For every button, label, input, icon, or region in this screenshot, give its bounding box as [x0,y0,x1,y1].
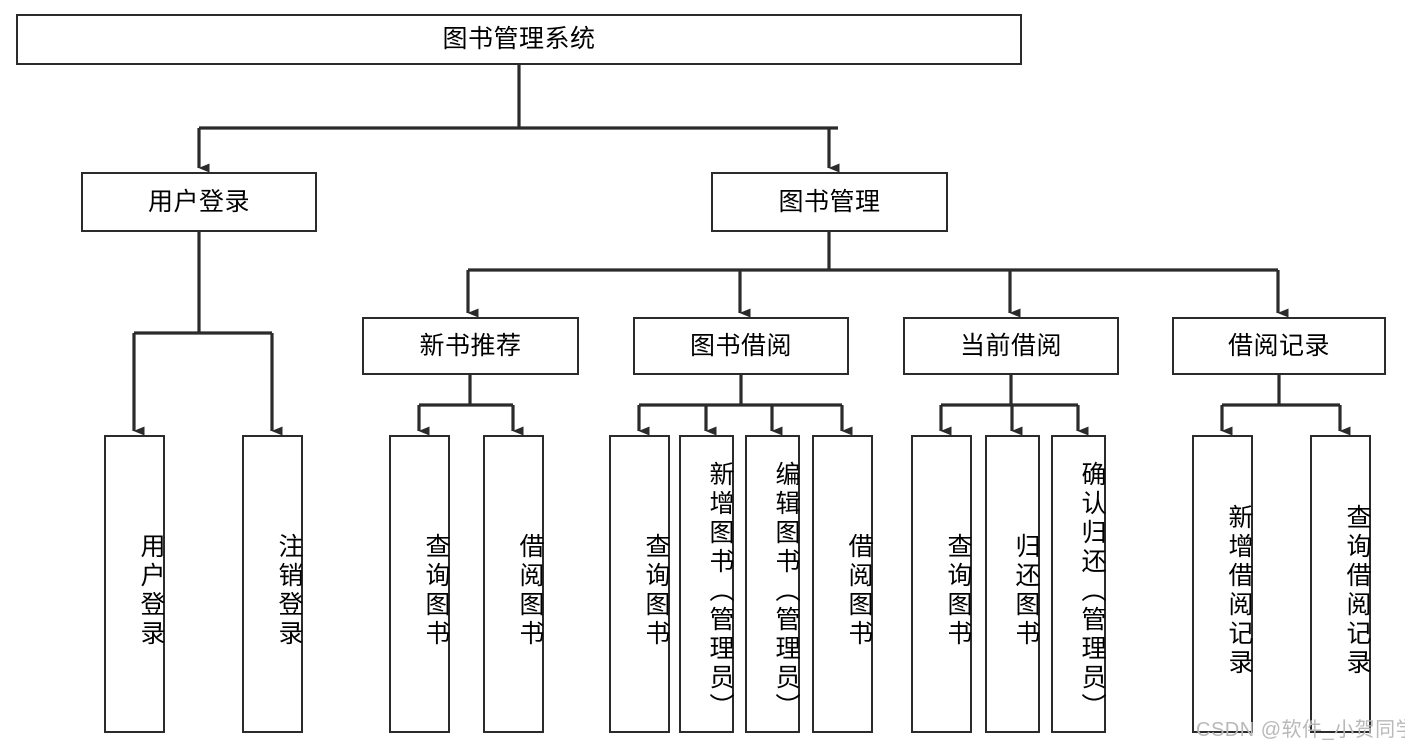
leaf-logout[interactable]: 注销登录 [242,435,303,733]
node-book-management[interactable]: 图书管理 [711,172,948,232]
leaf-borrow-book-recommend[interactable]: 借阅图书 [483,435,544,733]
node-label: 新增借阅记录 [1225,504,1253,678]
leaf-user-login[interactable]: 用户登录 [104,435,165,733]
node-label: 借阅图书 [516,533,544,649]
node-label: 用户登录 [137,533,165,649]
leaf-edit-book-admin[interactable]: 编辑图书（管理员） [745,435,800,733]
node-label: 当前借阅 [959,331,1062,360]
leaf-add-borrow-record[interactable]: 新增借阅记录 [1192,435,1253,733]
node-label: 编辑图书（管理员） [772,460,800,722]
node-label: 借阅图书 [845,533,873,649]
node-label: 图书管理系统 [442,25,596,54]
leaf-borrow-book[interactable]: 借阅图书 [812,435,873,733]
node-book-borrow[interactable]: 图书借阅 [633,317,849,375]
node-label: 借阅记录 [1227,331,1330,360]
node-label: 归还图书 [1012,533,1040,649]
node-label: 确认归还（管理员） [1078,460,1106,722]
node-label: 图书管理 [778,187,881,216]
node-current-borrow[interactable]: 当前借阅 [903,317,1119,375]
csdn-watermark: CSDN @软件_小贺同学 [1196,719,1405,741]
node-new-book-recommend[interactable]: 新书推荐 [362,317,579,375]
node-user-login[interactable]: 用户登录 [81,172,317,232]
node-borrow-record[interactable]: 借阅记录 [1172,317,1386,375]
leaf-return-book[interactable]: 归还图书 [985,435,1040,733]
leaf-confirm-return-admin[interactable]: 确认归还（管理员） [1051,435,1106,733]
leaf-query-book-borrow[interactable]: 查询图书 [609,435,670,733]
node-root-system[interactable]: 图书管理系统 [16,14,1022,65]
node-label: 新增图书（管理员） [706,460,734,722]
node-label: 注销登录 [275,533,303,649]
leaf-query-borrow-record[interactable]: 查询借阅记录 [1310,435,1371,733]
node-label: 新书推荐 [419,331,522,360]
leaf-query-book-recommend[interactable]: 查询图书 [389,435,450,733]
leaf-query-book-current[interactable]: 查询图书 [911,435,972,733]
node-label: 用户登录 [147,187,250,216]
node-label: 查询图书 [642,533,670,649]
node-label: 查询借阅记录 [1343,504,1371,678]
leaf-add-book-admin[interactable]: 新增图书（管理员） [679,435,734,733]
node-label: 图书借阅 [689,331,792,360]
node-label: 查询图书 [422,533,450,649]
node-label: 查询图书 [944,533,972,649]
